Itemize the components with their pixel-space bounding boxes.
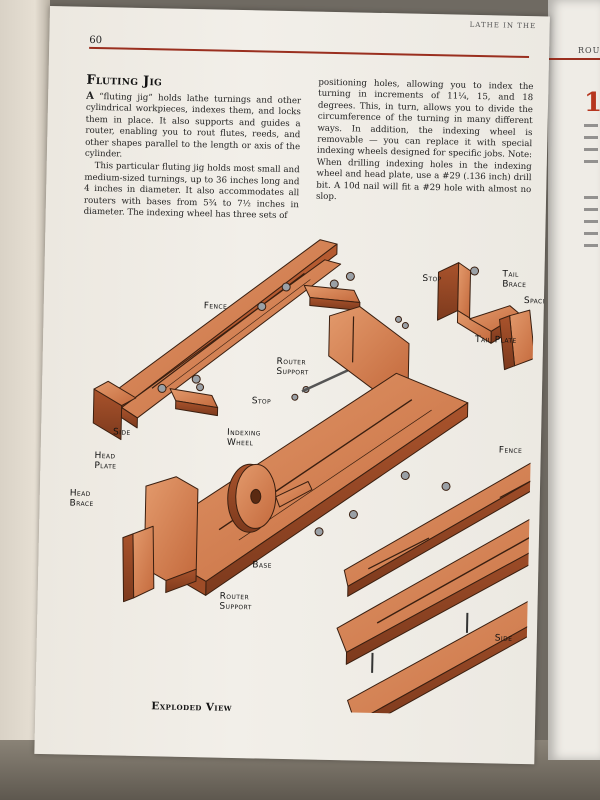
callout-head-plate: Head Plate xyxy=(94,451,117,472)
callout-router-support-low: Router Support xyxy=(219,591,252,613)
right-page-header: ROU xyxy=(578,46,600,55)
stop-bottom-part xyxy=(169,388,219,417)
head-brace-part xyxy=(122,525,155,603)
right-page-text-line xyxy=(584,232,598,235)
stop-top-part xyxy=(303,284,361,312)
callout-head-brace: Head Brace xyxy=(69,488,94,510)
callout-tail-brace-top: Tail Brace xyxy=(502,269,527,291)
right-page-text-line xyxy=(584,244,598,247)
paragraph-3: positioning holes, allowing you to index… xyxy=(315,77,534,203)
right-page-text-line xyxy=(584,148,598,151)
fence-top-part xyxy=(111,239,342,429)
indexing-wheel-part xyxy=(227,463,313,533)
right-page-number: 1 xyxy=(584,88,600,118)
text-column-2: positioning holes, allowing you to index… xyxy=(316,78,534,209)
paragraph-1-text: “fluting jig” holds lathe turnings and o… xyxy=(84,91,302,160)
book-page: LATHE IN THE 60 Fluting Jig A “fluting j… xyxy=(34,6,550,765)
callout-base: Base xyxy=(252,560,272,571)
head-plate-part xyxy=(143,476,199,594)
callout-indexing-wheel: Indexing Wheel xyxy=(226,427,261,449)
right-page-text-line xyxy=(584,124,598,127)
exploded-view-caption: Exploded View xyxy=(151,700,233,714)
right-page: ROU 1 xyxy=(548,0,600,760)
running-head: LATHE IN THE xyxy=(469,20,537,31)
spacer-part xyxy=(499,309,536,371)
callout-tail-plate: Tail Plate xyxy=(474,334,517,346)
page-number: 60 xyxy=(89,34,103,47)
right-page-text-line xyxy=(584,136,598,139)
paragraph-1: A “fluting jig” holds lathe turnings and… xyxy=(85,91,301,165)
right-page-text-line xyxy=(584,220,598,223)
callout-fence-right: Fence xyxy=(498,445,523,456)
wing-nuts xyxy=(157,266,480,537)
callout-side-left: Side xyxy=(112,427,131,438)
callout-stop-bottom: Stop xyxy=(251,396,272,407)
callout-router-support-mid: Router Support xyxy=(276,356,309,378)
right-page-text-line xyxy=(584,160,598,163)
callout-stop-top: Stop xyxy=(422,273,442,285)
side-left-part xyxy=(92,380,137,441)
header-rule xyxy=(89,46,530,58)
right-page-text-line xyxy=(584,208,598,211)
bolts xyxy=(371,612,469,673)
exploded-view-diagram: Stop Tail Brace Spacer Fence Tail Plate … xyxy=(45,206,550,734)
callout-fence-left: Fence xyxy=(203,301,228,312)
section-title: Fluting Jig xyxy=(86,72,163,90)
callout-side-right: Side xyxy=(494,633,513,644)
callout-spacer: Spacer xyxy=(523,295,550,307)
text-column-1: A “fluting jig” holds lathe turnings and… xyxy=(84,91,302,224)
right-page-text-line xyxy=(584,196,598,199)
right-page-rule xyxy=(548,58,600,60)
